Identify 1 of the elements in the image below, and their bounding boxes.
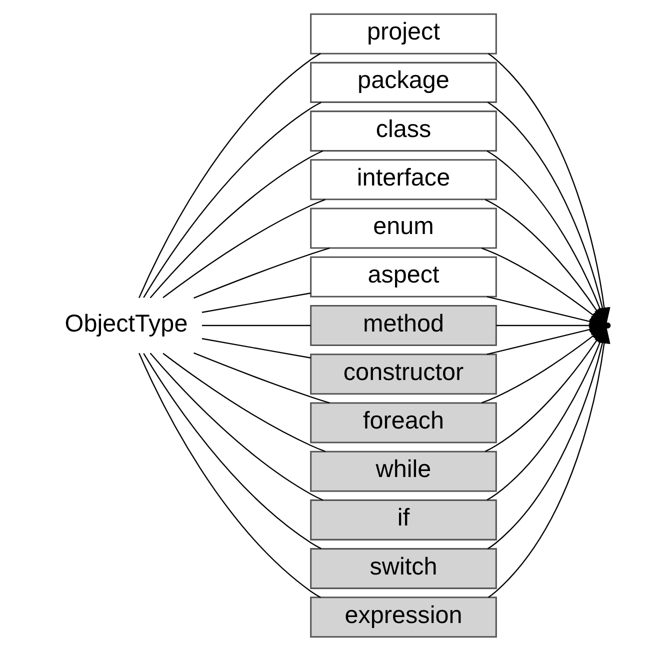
node-text: ObjectType bbox=[64, 310, 188, 338]
